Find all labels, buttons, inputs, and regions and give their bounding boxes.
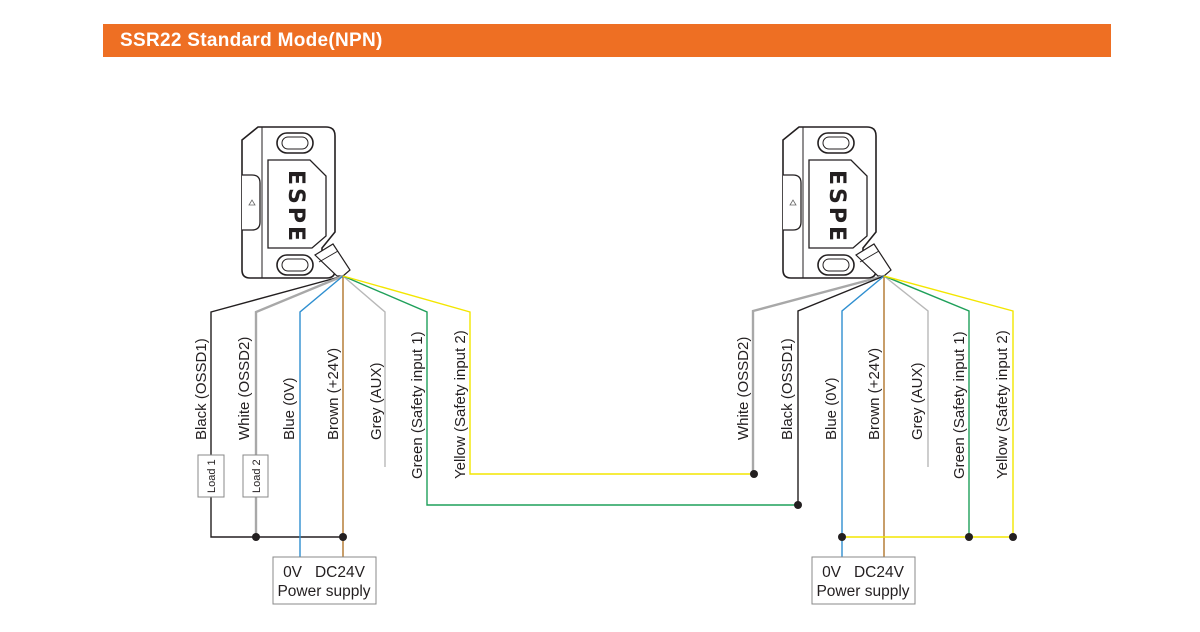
junction-dot: [794, 501, 802, 509]
wire-green: [342, 275, 797, 506]
power-terminals: 0V DC24V: [822, 564, 905, 581]
label-green: Green (Safety input 1): [409, 331, 426, 479]
section-title-bar: SSR22 Standard Mode(NPN): [103, 24, 1111, 57]
label-grey: Grey (AUX): [368, 362, 385, 440]
junction-dot: [339, 533, 347, 541]
label-white: White (OSSD2): [735, 337, 752, 440]
left-wires: [210, 274, 797, 557]
wire-blue: [299, 275, 344, 557]
wire-yellow: [342, 275, 754, 475]
label-black: Black (OSSD1): [779, 338, 796, 440]
section-title: SSR22 Standard Mode(NPN): [120, 30, 383, 51]
power-supply-label: Power supply: [277, 583, 370, 600]
wire-grey: [342, 275, 386, 467]
label-yellow: Yellow (Safety input 2): [994, 330, 1011, 479]
right-wires: [751, 274, 1014, 557]
wire-black: [797, 275, 885, 505]
power-terminals: 0V DC24V: [283, 564, 366, 581]
label-green: Green (Safety input 1): [951, 331, 968, 479]
label-blue: Blue (0V): [823, 377, 840, 440]
wire-black: [210, 275, 344, 538]
label-brown: Brown (+24V): [866, 348, 883, 440]
label-grey: Grey (AUX): [909, 362, 926, 440]
sensor-logo: ESPE: [283, 170, 308, 244]
load-1-label: Load 1: [206, 459, 218, 493]
left-power-supply: 0V DC24V Power supply: [272, 556, 377, 605]
right-sensor: ESPE: [782, 126, 892, 279]
label-black: Black (OSSD1): [193, 338, 210, 440]
left-sensor: ESPE: [241, 126, 351, 279]
junction-dot: [965, 533, 973, 541]
wire-yellow: [842, 275, 1014, 538]
wire-green: [883, 275, 970, 537]
junction-dot: [838, 533, 846, 541]
junction-dot: [1009, 533, 1017, 541]
wire-grey: [883, 275, 929, 467]
load-1-box: [197, 454, 225, 498]
junction-dot: [252, 533, 260, 541]
load-2-box: [242, 454, 269, 498]
power-supply-label: Power supply: [816, 583, 909, 600]
label-blue: Blue (0V): [281, 377, 298, 440]
right-power-supply: 0V DC24V Power supply: [811, 556, 916, 605]
junction-dot: [750, 470, 758, 478]
load-2-label: Load 2: [251, 459, 263, 493]
label-yellow: Yellow (Safety input 2): [452, 330, 469, 479]
wire-white: [751, 274, 885, 474]
sensor-logo: ESPE: [824, 170, 849, 244]
wire-blue: [841, 275, 885, 557]
label-brown: Brown (+24V): [325, 348, 342, 440]
label-white: White (OSSD2): [236, 337, 253, 440]
